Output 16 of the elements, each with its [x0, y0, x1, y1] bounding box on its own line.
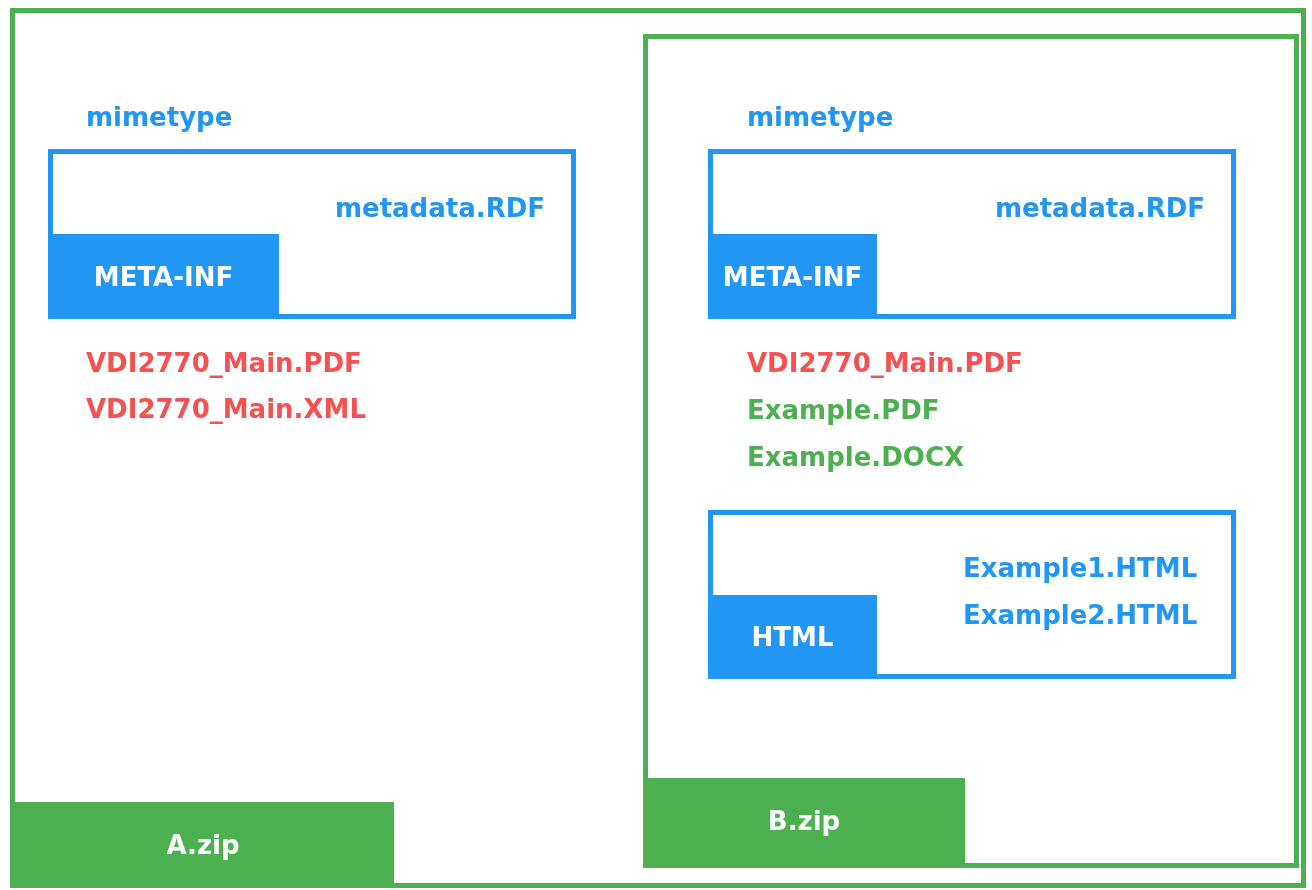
file-name: Example.PDF — [747, 394, 940, 427]
file-name: VDI2770_Main.PDF — [747, 347, 1023, 380]
file-name: Example2.HTML — [963, 599, 1198, 632]
file-name: metadata.RDF — [994, 192, 1205, 225]
folder-box — [10, 8, 1306, 888]
folder-box — [708, 510, 1236, 679]
file-name: metadata.RDF — [334, 192, 545, 225]
file-name: VDI2770_Main.XML — [86, 393, 366, 426]
file-name: Example1.HTML — [963, 552, 1198, 585]
folder-box — [48, 149, 576, 319]
file-name: Example.DOCX — [747, 441, 964, 474]
file-name: mimetype — [747, 101, 894, 134]
file-name: VDI2770_Main.PDF — [86, 347, 362, 380]
folder-box — [708, 149, 1236, 319]
file-name: mimetype — [86, 101, 233, 134]
folder-box — [643, 34, 1299, 868]
